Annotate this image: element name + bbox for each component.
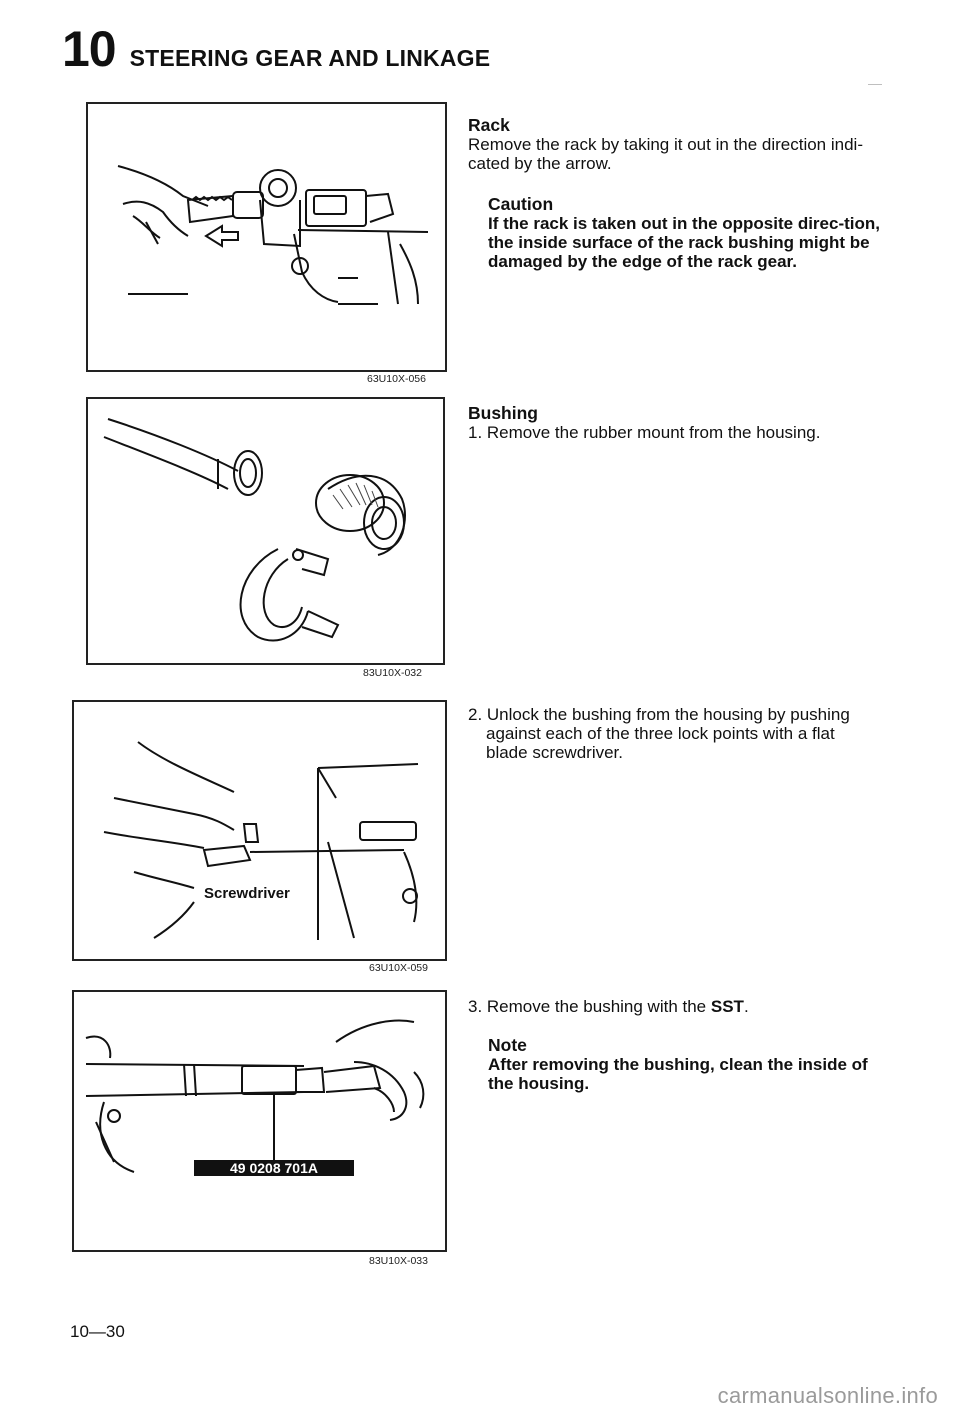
figure-rack-removal [86, 102, 447, 372]
screwdriver-label: Screwdriver [204, 885, 290, 902]
tool-label-plate [194, 1160, 354, 1176]
note-heading: Note [488, 1035, 527, 1055]
figure-code: 63U10X-056 [367, 373, 426, 385]
lock-point-icon [402, 888, 418, 904]
page-number: 10—30 [70, 1322, 125, 1341]
figure-code: 63U10X-059 [369, 962, 428, 974]
tool-label: 49 0208 701A [230, 1160, 318, 1176]
watermark: carmanualsonline.info [717, 1383, 938, 1408]
caution-body: If the rack is taken out in the opposite… [488, 214, 880, 271]
rack-heading: Rack [468, 115, 510, 135]
bushing-heading: Bushing [468, 403, 538, 423]
unlock-bushing-illustration: Screwdriver [103, 741, 419, 940]
bushing-step-2: 2. Unlock the bushing from the housing b… [468, 705, 850, 762]
section-bushing: Bushing 1. Remove the rubber mount from … [468, 403, 880, 443]
note-body: After removing the bushing, clean the in… [488, 1055, 868, 1093]
rubber-mount-illustration [103, 418, 406, 642]
caution-heading: Caution [488, 194, 554, 214]
page-header: 10 STEERING GEAR AND LINKAGE [62, 24, 490, 74]
chapter-title: STEERING GEAR AND LINKAGE [129, 45, 491, 71]
step-2: 2. Unlock the bushing from the housing b… [468, 705, 880, 762]
figure-code: 83U10X-033 [369, 1255, 428, 1267]
figure-sst-removal: 49 0208 701A [72, 990, 447, 1252]
figure-unlock-bushing: Screwdriver [72, 700, 447, 961]
scan-mark [868, 84, 882, 85]
step-3: 3. Remove the bushing with the SST. Note… [468, 997, 880, 1093]
note-block: Note After removing the bushing, clean t… [488, 1035, 880, 1094]
figure-rubber-mount [86, 397, 445, 665]
sst-label: SST [710, 997, 744, 1016]
bushing-step-3: 3. Remove the bushing with the SST. [468, 997, 749, 1016]
sst-removal-illustration: 49 0208 701A [85, 1019, 425, 1176]
figure-code: 83U10X-032 [363, 667, 422, 679]
bushing-step-1: 1. Remove the rubber mount from the hous… [468, 423, 821, 442]
rack-removal-illustration [117, 165, 429, 305]
rack-body: Remove the rack by taking it out in the … [468, 135, 863, 173]
caution-block: Caution If the rack is taken out in the … [488, 194, 880, 272]
chapter-number: 10 [62, 21, 117, 77]
direction-arrow-icon [204, 224, 239, 248]
section-rack: Rack Remove the rack by taking it out in… [468, 115, 880, 272]
